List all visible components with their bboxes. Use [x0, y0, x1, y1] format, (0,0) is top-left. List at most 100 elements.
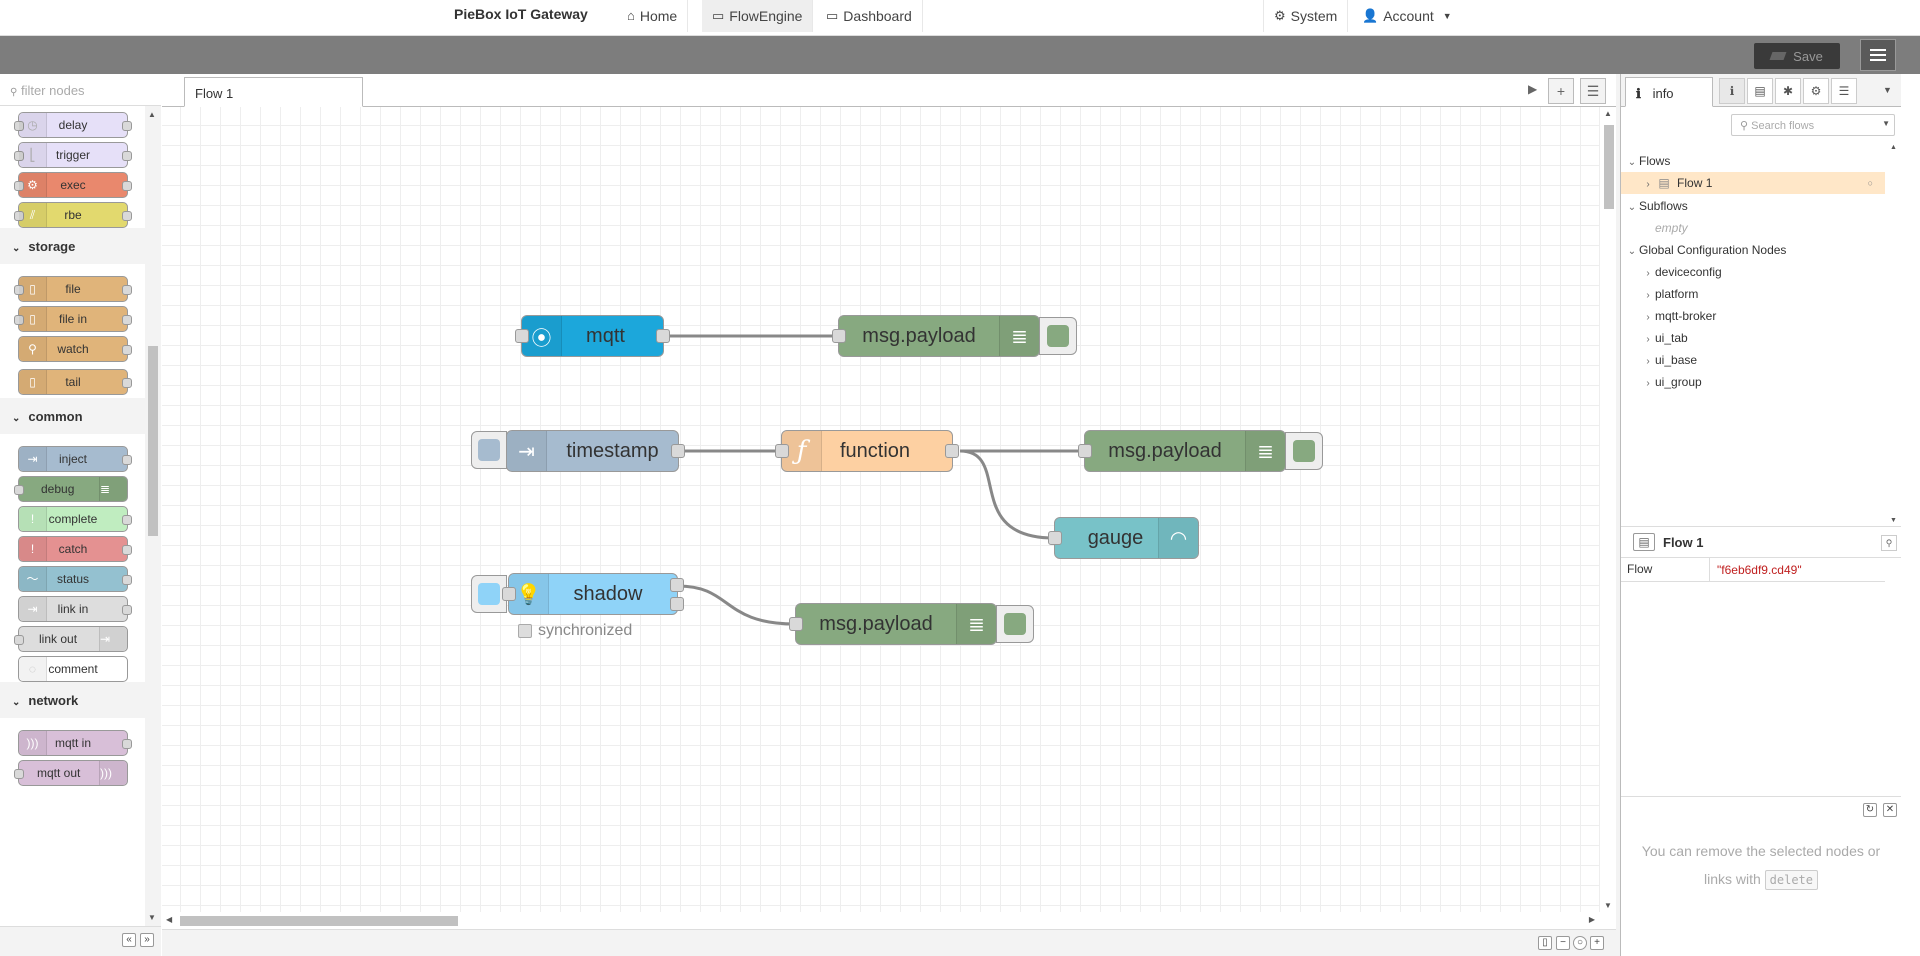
input-port[interactable]: [1078, 444, 1092, 458]
flow-node-function[interactable]: ƒ function: [775, 430, 959, 472]
search-icon[interactable]: ⚲: [1881, 535, 1897, 551]
flow-node-debug[interactable]: msg.payload ≣: [789, 603, 997, 645]
gear-icon[interactable]: ⚙: [1803, 78, 1829, 104]
nav-account[interactable]: 👤 Account ▼: [1352, 0, 1462, 32]
palette-node-rbe[interactable]: ⫽ rbe: [14, 202, 132, 228]
add-flow-button[interactable]: +: [1548, 78, 1574, 104]
book-icon[interactable]: ▤: [1747, 78, 1773, 104]
debug-toggle-button[interactable]: [996, 605, 1034, 643]
palette-node-mqtt-out[interactable]: mqtt out ))): [14, 760, 128, 786]
tree-flow-1[interactable]: › ▤ Flow 1 ○: [1621, 172, 1885, 194]
debug-toggle-button[interactable]: [1285, 432, 1323, 470]
palette-node-link-out[interactable]: link out ⇥: [14, 626, 128, 652]
palette-node-debug[interactable]: debug ≣: [14, 476, 128, 502]
tree-config-mqtt-broker[interactable]: ›mqtt-broker: [1621, 305, 1885, 327]
palette-category-network[interactable]: ⌄network: [0, 682, 145, 718]
scroll-up-icon[interactable]: ▲: [148, 110, 156, 119]
palette-category-common[interactable]: ⌄common: [0, 398, 145, 434]
search-flows-input[interactable]: ⚲ Search flows ▼: [1731, 114, 1895, 136]
nav-home[interactable]: ⌂ Home: [617, 0, 689, 32]
shadow-button[interactable]: [471, 575, 507, 613]
tree-config-ui-tab[interactable]: ›ui_tab: [1621, 327, 1885, 349]
list-flows-button[interactable]: ☰: [1580, 78, 1606, 104]
input-port[interactable]: [502, 587, 516, 601]
zoom-reset-icon[interactable]: ○: [1573, 936, 1587, 950]
output-port[interactable]: [656, 329, 670, 343]
tree-global-config[interactable]: ⌄Global Configuration Nodes: [1621, 239, 1885, 261]
bug-icon[interactable]: ✱: [1775, 78, 1801, 104]
scroll-right-icon[interactable]: ▶: [1588, 915, 1595, 924]
input-port[interactable]: [515, 329, 529, 343]
collapse-all-icon[interactable]: «: [122, 933, 136, 947]
output-port[interactable]: [945, 444, 959, 458]
palette-node-delay[interactable]: ◷ delay: [14, 112, 132, 138]
info-tab-icon[interactable]: ℹ: [1719, 78, 1745, 104]
canvas-vertical-scrollbar[interactable]: ▲ ▼: [1599, 107, 1616, 912]
tree-config-ui-group[interactable]: ›ui_group: [1621, 371, 1885, 393]
input-port[interactable]: [789, 617, 803, 631]
scroll-up-icon[interactable]: ▲: [1890, 144, 1897, 151]
palette-node-exec[interactable]: ⚙ exec: [14, 172, 132, 198]
palette-category-storage[interactable]: ⌄storage: [0, 228, 145, 264]
tree-config-ui-base[interactable]: ›ui_base: [1621, 349, 1885, 371]
refresh-icon[interactable]: ↻: [1863, 803, 1877, 817]
expand-all-icon[interactable]: »: [140, 933, 154, 947]
filter-nodes-input[interactable]: ⚲ filter nodes: [0, 74, 161, 106]
flow-canvas[interactable]: ⦿ mqtt msg.payload ≣ ⇥ timestamp ƒ funct…: [162, 107, 1599, 912]
tree-config-deviceconfig[interactable]: ›deviceconfig: [1621, 261, 1885, 283]
output-port[interactable]: [670, 597, 684, 611]
close-icon[interactable]: ✕: [1883, 803, 1897, 817]
palette-node-file-in[interactable]: ▯ file in: [14, 306, 132, 332]
palette-scroll-thumb[interactable]: [148, 346, 158, 536]
database-icon[interactable]: ☰: [1831, 78, 1857, 104]
scroll-up-icon[interactable]: ▲: [1604, 109, 1612, 118]
nav-dashboard[interactable]: ▭ Dashboard: [816, 0, 923, 32]
tree-flows[interactable]: ⌄Flows: [1621, 150, 1885, 172]
input-port[interactable]: [775, 444, 789, 458]
debug-toggle-button[interactable]: [1039, 317, 1077, 355]
tree-subflows[interactable]: ⌄Subflows: [1621, 195, 1885, 217]
navigator-icon[interactable]: ▯: [1538, 936, 1552, 950]
nav-flowengine[interactable]: ▭ FlowEngine: [702, 0, 814, 32]
scroll-down-icon[interactable]: ▼: [1890, 517, 1897, 524]
palette-node-comment[interactable]: ◌ comment: [18, 656, 128, 682]
nav-system[interactable]: ⚙ System: [1263, 0, 1349, 32]
palette-node-link-in[interactable]: ⇥ link in: [18, 596, 132, 622]
flow-node-gauge[interactable]: gauge ◠: [1048, 517, 1199, 559]
palette-node-complete[interactable]: ! complete: [18, 506, 132, 532]
palette-node-trigger[interactable]: ⎣ trigger: [14, 142, 132, 168]
zoom-in-icon[interactable]: +: [1590, 936, 1604, 950]
output-port[interactable]: [670, 578, 684, 592]
sidebar-separator[interactable]: [1616, 74, 1620, 956]
flow-node-timestamp[interactable]: ⇥ timestamp: [506, 430, 685, 472]
tab-info[interactable]: ℹ info: [1625, 77, 1713, 107]
scroll-down-icon[interactable]: ▼: [1604, 901, 1612, 910]
flow-node-mqtt[interactable]: ⦿ mqtt: [515, 315, 670, 357]
palette-node-inject[interactable]: ⇥ inject: [18, 446, 132, 472]
scroll-down-icon[interactable]: ▼: [148, 913, 156, 922]
input-port[interactable]: [832, 329, 846, 343]
flow-node-debug[interactable]: msg.payload ≣: [832, 315, 1040, 357]
flow-node-shadow[interactable]: 💡 shadow: [502, 573, 684, 615]
input-port[interactable]: [1048, 531, 1062, 545]
palette-node-mqtt-in[interactable]: ))) mqtt in: [18, 730, 132, 756]
canvas-vscroll-thumb[interactable]: [1604, 125, 1614, 209]
scroll-left-icon[interactable]: ◀: [166, 915, 173, 924]
sidebar-scrollbar[interactable]: ▲ ▼: [1889, 144, 1899, 524]
main-menu-button[interactable]: [1860, 39, 1896, 71]
palette-node-catch[interactable]: ! catch: [18, 536, 132, 562]
caret-down-icon[interactable]: ▼: [1883, 85, 1892, 95]
zoom-out-icon[interactable]: −: [1556, 936, 1570, 950]
tab-flow-1[interactable]: Flow 1: [184, 77, 363, 107]
inject-button[interactable]: [471, 431, 507, 469]
canvas-hscroll-thumb[interactable]: [180, 916, 458, 926]
save-button[interactable]: Save: [1754, 43, 1840, 69]
palette-node-watch[interactable]: ⚲ watch: [18, 336, 132, 362]
tree-config-platform[interactable]: ›platform: [1621, 283, 1885, 305]
palette-node-file[interactable]: ▯ file: [14, 276, 132, 302]
palette-node-status[interactable]: 〜 status: [18, 566, 132, 592]
scroll-tabs-right-icon[interactable]: ▶: [1528, 82, 1538, 96]
palette-node-tail[interactable]: ▯ tail: [18, 369, 132, 395]
output-port[interactable]: [671, 444, 685, 458]
flow-node-debug[interactable]: msg.payload ≣: [1078, 430, 1286, 472]
